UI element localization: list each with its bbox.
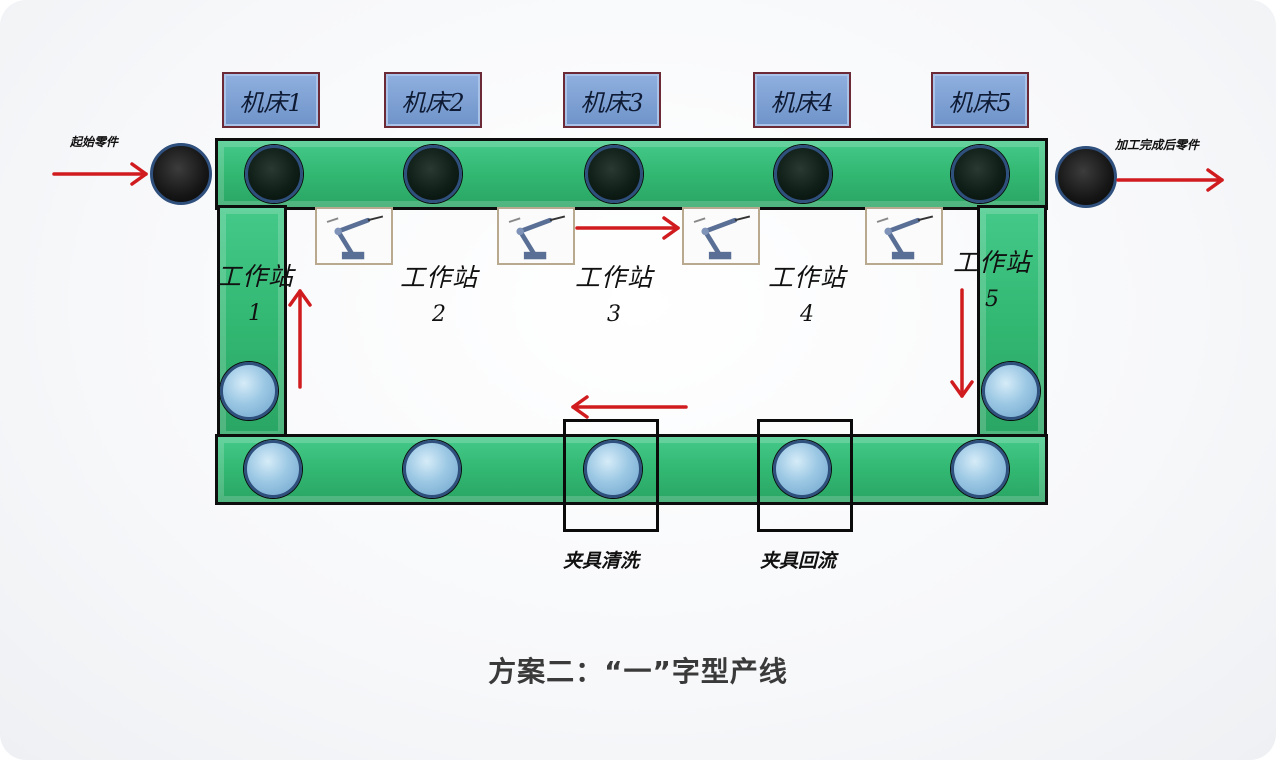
roller-top-1 — [245, 145, 303, 203]
roller-bottom-1 — [244, 440, 302, 498]
page-title: 方案二：“一”字型产线 — [488, 655, 788, 688]
fixture-return-frame — [757, 419, 853, 532]
roller-bottom-2 — [403, 440, 461, 498]
right-arrow-icon — [575, 216, 680, 240]
down-arrow-icon — [950, 288, 974, 398]
fixture-return-label: 夹具回流 — [760, 550, 837, 572]
input-label: 起始零件 — [70, 135, 119, 149]
up-arrow-icon — [288, 289, 312, 389]
machine-3: 机床3 — [563, 72, 661, 128]
machine-5: 机床5 — [931, 72, 1029, 128]
robot-arm-icon — [682, 207, 760, 265]
output-label: 加工完成后零件 — [1115, 138, 1200, 152]
robot-arm-icon — [865, 207, 943, 265]
machine-1: 机床1 — [222, 72, 320, 128]
roller-top-5 — [951, 145, 1009, 203]
right-arrow-icon — [1116, 168, 1224, 192]
input-part — [150, 143, 212, 205]
machine-2: 机床2 — [384, 72, 482, 128]
left-arrow-icon — [571, 395, 688, 419]
fixture-clean-label: 夹具清洗 — [563, 550, 640, 572]
roller-top-2 — [404, 145, 462, 203]
roller-right — [982, 362, 1040, 420]
fixture-clean-frame — [563, 419, 659, 532]
robot-arm-icon — [497, 207, 575, 265]
roller-bottom-5 — [951, 440, 1009, 498]
right-arrow-icon — [52, 162, 148, 186]
machine-4: 机床4 — [753, 72, 851, 128]
roller-bottom-3 — [584, 440, 642, 498]
roller-top-4 — [774, 145, 832, 203]
roller-left — [220, 362, 278, 420]
output-part — [1055, 146, 1117, 208]
roller-top-3 — [585, 145, 643, 203]
robot-arm-icon — [315, 207, 393, 265]
roller-bottom-4 — [773, 440, 831, 498]
